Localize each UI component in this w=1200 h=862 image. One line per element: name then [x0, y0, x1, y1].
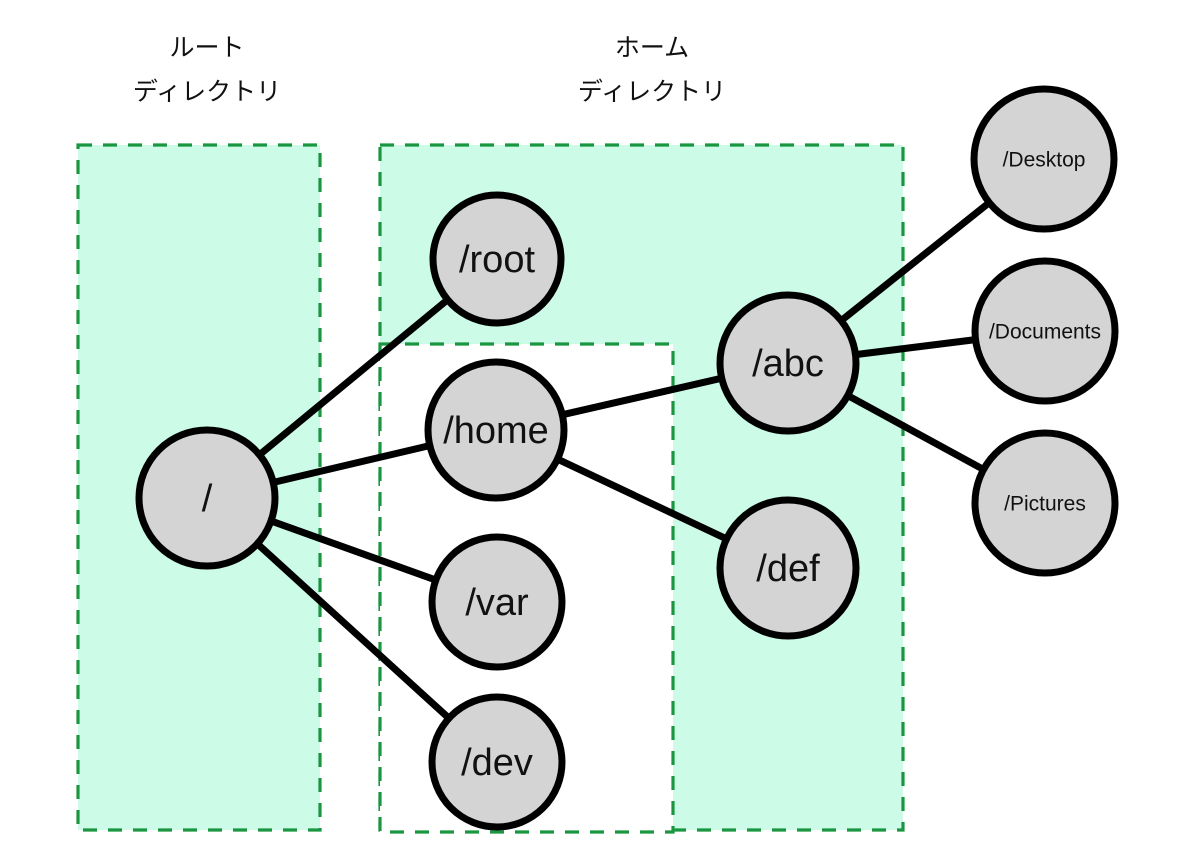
edges-layer: [252, 198, 994, 723]
node-rootuser[interactable]: /root: [429, 191, 565, 327]
node-label-desktop: /Desktop: [1003, 149, 1086, 172]
node-circle-root[interactable]: [135, 426, 279, 570]
node-pictures[interactable]: /Pictures: [971, 429, 1119, 577]
node-label-documents: /Documents: [989, 321, 1101, 344]
node-circle-desktop[interactable]: [970, 85, 1118, 233]
group-caption-line1-home-dir: ホーム: [615, 34, 689, 62]
node-label-var: /var: [465, 582, 529, 624]
node-home[interactable]: /home: [424, 358, 568, 502]
node-circle-documents[interactable]: [971, 257, 1119, 405]
edge-root-to-dev: [252, 539, 454, 723]
node-circle-dev[interactable]: [428, 693, 566, 831]
node-circle-home[interactable]: [424, 358, 568, 502]
node-circle-rootuser[interactable]: [429, 191, 565, 327]
node-label-abc: /abc: [752, 343, 824, 385]
edge-home-to-abc: [558, 374, 726, 419]
edge-home-to-def: [553, 454, 731, 544]
group-caption-line2-root-dir: ディレクトリ: [133, 78, 281, 106]
node-root[interactable]: /: [135, 426, 279, 570]
node-def[interactable]: /def: [716, 496, 860, 640]
node-circle-def[interactable]: [716, 496, 860, 640]
node-desktop[interactable]: /Desktop: [970, 85, 1118, 233]
edge-root-to-rootuser: [254, 295, 453, 460]
edge-abc-to-documents: [852, 335, 979, 359]
node-documents[interactable]: /Documents: [971, 257, 1119, 405]
node-circle-abc[interactable]: [716, 291, 860, 435]
node-circle-var[interactable]: [428, 533, 566, 671]
group-caption-line1-root-dir: ルート: [169, 34, 244, 62]
nodes-layer: / /root/home/var/dev/abc/def/Desktop/Docu…: [135, 85, 1119, 831]
node-circle-pictures[interactable]: [971, 429, 1119, 577]
node-label-rootuser: /root: [459, 239, 535, 281]
edge-root-to-var: [267, 516, 440, 585]
node-label-dev: /dev: [461, 742, 533, 784]
node-label-def: /def: [756, 548, 820, 590]
edge-abc-to-pictures: [843, 391, 988, 475]
node-abc[interactable]: /abc: [716, 291, 860, 435]
node-label-home: /home: [443, 410, 549, 452]
edge-root-to-home: [269, 441, 434, 487]
node-label-root: /: [202, 478, 213, 520]
group-caption-line2-home-dir: ディレクトリ: [578, 78, 726, 106]
edge-abc-to-desktop: [836, 198, 994, 326]
node-label-pictures: /Pictures: [1004, 493, 1086, 516]
node-var[interactable]: /var: [428, 533, 566, 671]
node-dev[interactable]: /dev: [428, 693, 566, 831]
